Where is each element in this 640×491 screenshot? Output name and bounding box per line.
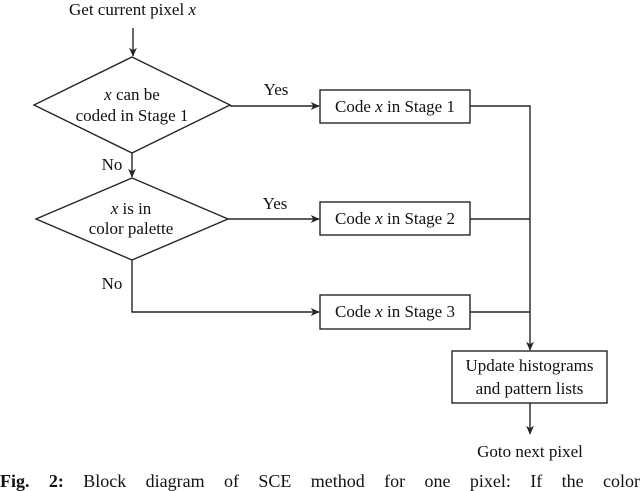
stage3-label-pre: Code xyxy=(335,302,376,321)
decision2-line1-text: is in xyxy=(118,199,152,218)
start-label: Get current pixel x xyxy=(12,0,253,20)
edge-box1-to-update xyxy=(470,105,534,351)
decision2-line2: color palette xyxy=(88,219,174,238)
pixel-variable: x xyxy=(188,0,196,19)
edge-label-no1: No xyxy=(101,155,123,174)
decision1-line1: x can be xyxy=(42,84,222,105)
update-box-line1: Update histograms xyxy=(465,356,594,375)
decision1-line2: coded in Stage 1 xyxy=(75,106,189,125)
pixel-variable: x xyxy=(110,199,119,218)
decision2-label: x is in color palette xyxy=(41,199,221,239)
edge-label-yes1: Yes xyxy=(263,80,289,99)
pixel-variable: x xyxy=(375,97,383,116)
pixel-variable: x xyxy=(104,85,112,104)
stage1-label-pre: Code xyxy=(335,97,376,116)
edge-label-yes2: Yes xyxy=(262,194,288,213)
decision2-line1: x is in xyxy=(41,199,221,219)
pixel-variable: x xyxy=(375,302,383,321)
stage2-box-label: Code x in Stage 2 xyxy=(320,209,470,229)
stage1-box-label: Code x in Stage 1 xyxy=(320,97,470,117)
pixel-variable: x xyxy=(375,209,383,228)
end-label: Goto next pixel xyxy=(477,442,583,461)
stage2-label-pre: Code xyxy=(335,209,376,228)
figure-caption-text: Block diagram of SCE method for one pixe… xyxy=(83,471,640,491)
stage2-label-post: in Stage 2 xyxy=(382,209,455,228)
decision1-label: x can be coded in Stage 1 xyxy=(42,84,222,126)
figure-caption: Fig. 2: Block diagram of SCE method for … xyxy=(0,469,640,491)
edge-label-no2: No xyxy=(101,274,123,293)
update-box-line2: and pattern lists xyxy=(475,379,584,398)
edge-no2 xyxy=(131,260,320,316)
stage3-label-post: in Stage 3 xyxy=(382,302,455,321)
decision1-line1-text: can be xyxy=(111,85,160,104)
stage3-box-label: Code x in Stage 3 xyxy=(320,302,470,322)
update-box-label: Update histograms and pattern lists xyxy=(452,354,607,400)
stage1-label-post: in Stage 1 xyxy=(382,97,455,116)
start-label-text: Get current pixel xyxy=(69,0,189,19)
figure-caption-number: Fig. 2: xyxy=(0,471,64,491)
